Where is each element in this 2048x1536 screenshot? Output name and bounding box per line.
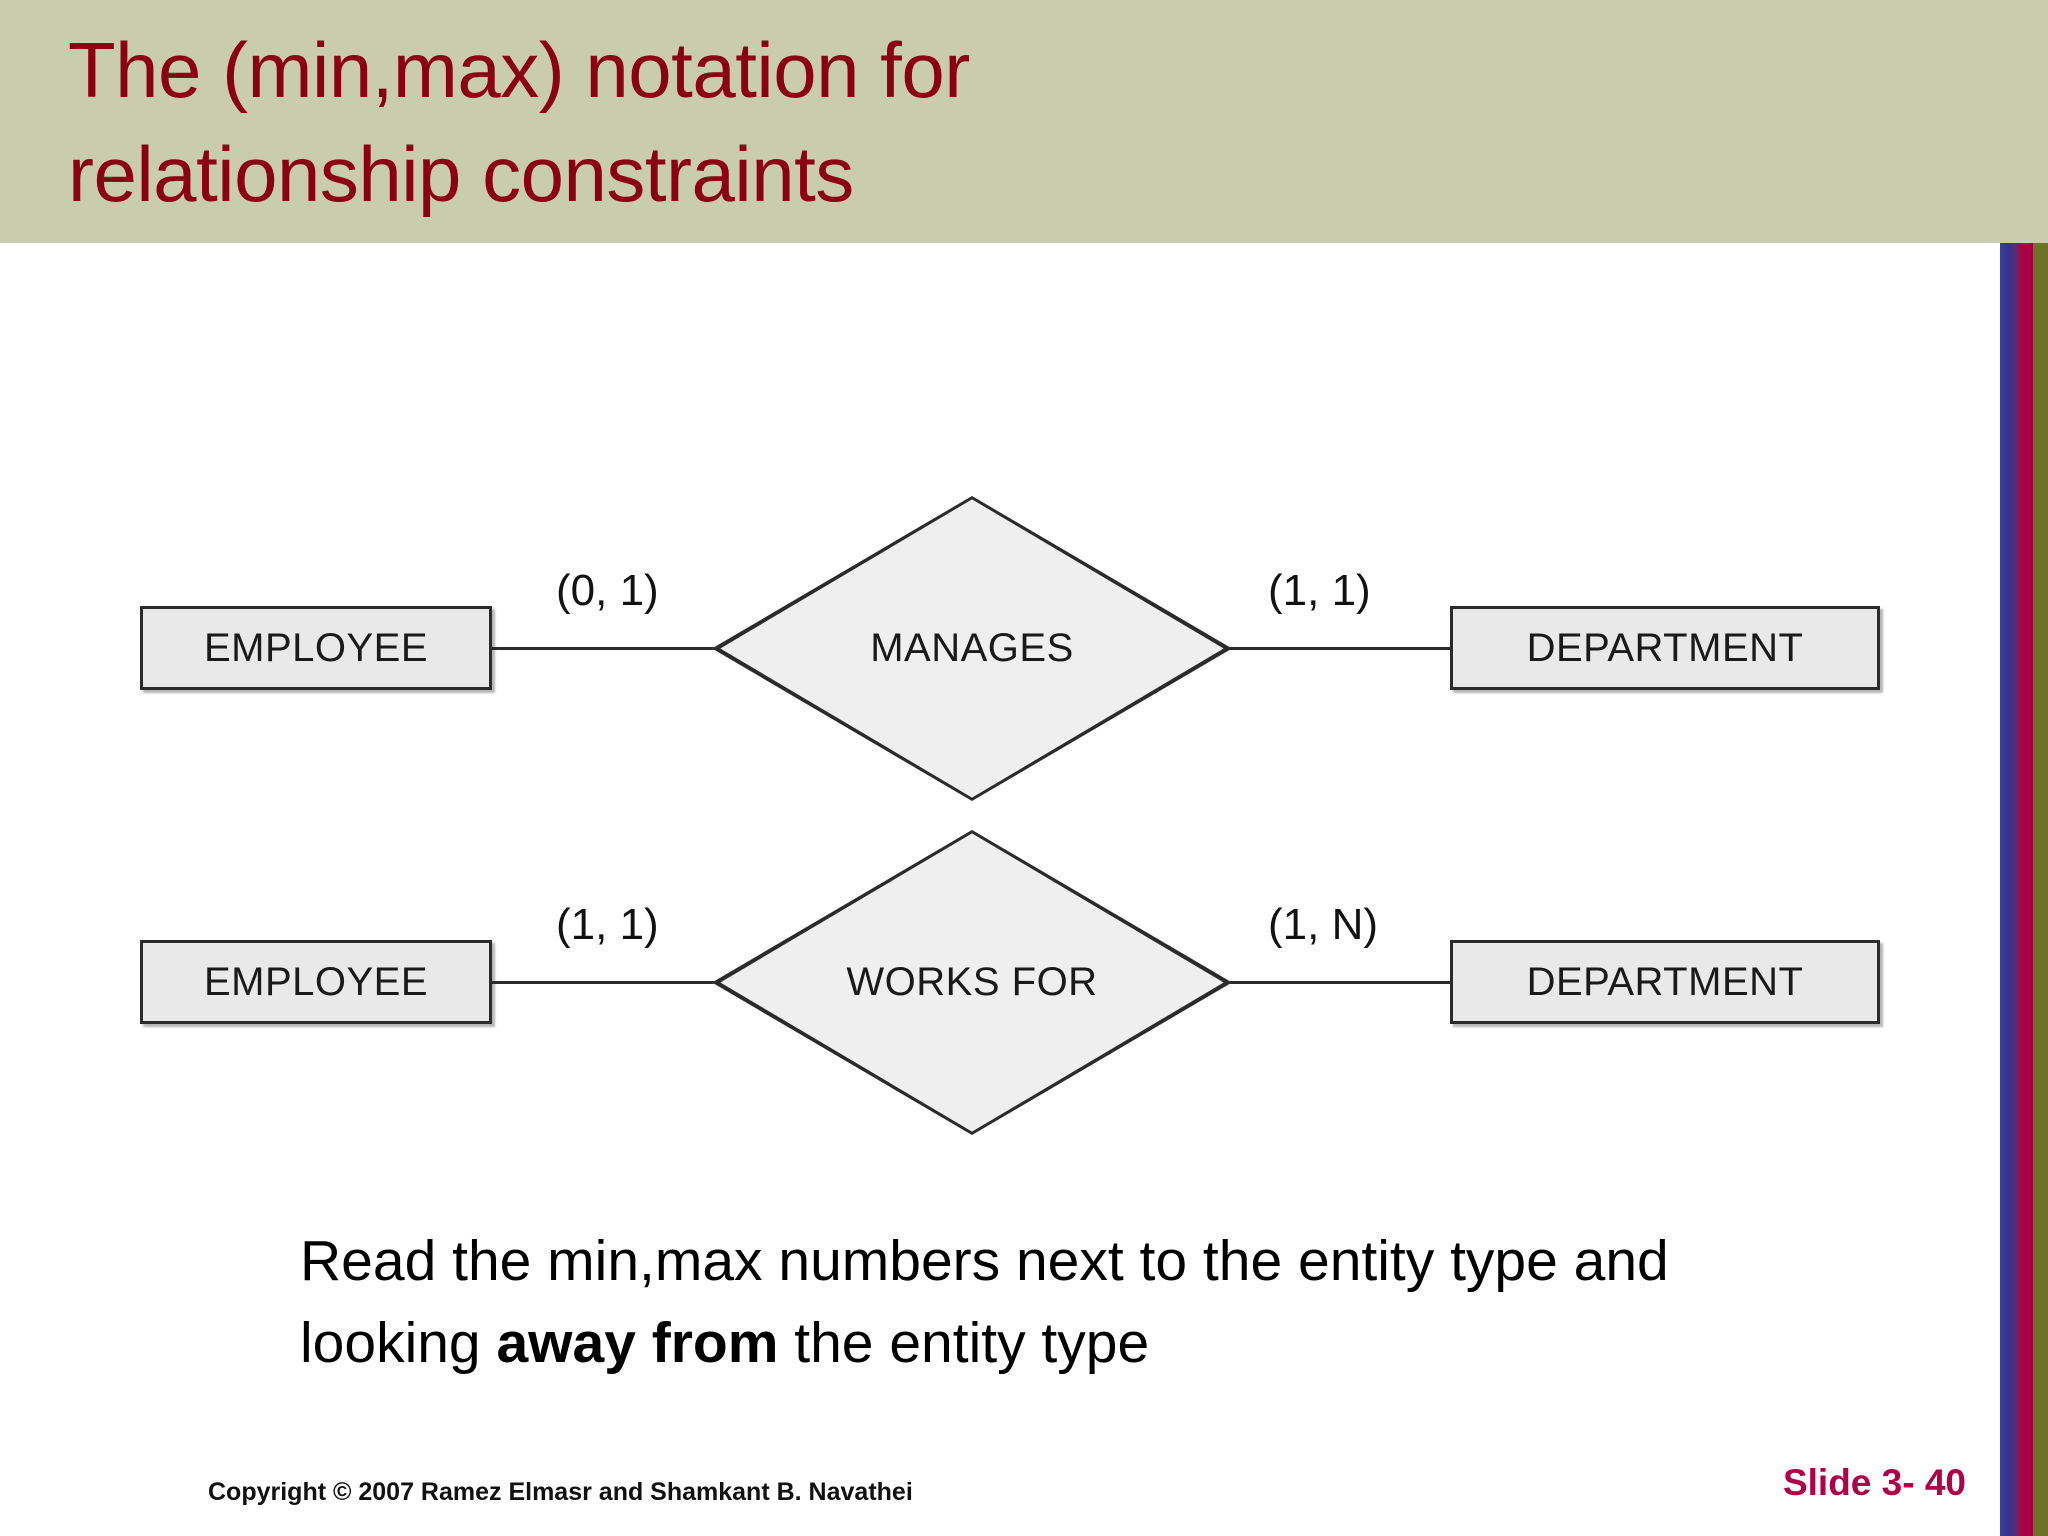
relationship-diamond[interactable]: WORKS FOR xyxy=(712,830,1232,1135)
cardinality-label-right: (1, N) xyxy=(1268,900,1378,949)
cardinality-label-left: (0, 1) xyxy=(556,566,659,615)
relationship-label: WORKS FOR xyxy=(846,960,1098,1004)
body-paragraph: Read the min,max numbers next to the ent… xyxy=(300,1220,1760,1384)
entity-box-right[interactable]: DEPARTMENT xyxy=(1450,940,1880,1024)
entity-label: DEPARTMENT xyxy=(1526,959,1804,1004)
footer-slide-number: Slide 3- 40 xyxy=(1782,1462,1966,1503)
entity-box-left[interactable]: EMPLOYEE xyxy=(140,606,492,690)
side-accent-stripe xyxy=(2000,243,2048,1536)
body-text-emphasis: away from xyxy=(496,1311,779,1375)
relationship-label: MANAGES xyxy=(870,626,1074,670)
body-text-part-2: the entity type xyxy=(778,1311,1150,1375)
stripe-band-crimson xyxy=(2017,243,2033,1536)
connector-line-left xyxy=(492,647,720,650)
slide-header-band xyxy=(0,0,2048,243)
entity-box-right[interactable]: DEPARTMENT xyxy=(1450,606,1880,690)
stripe-band-indigo xyxy=(2000,243,2017,1536)
entity-label: EMPLOYEE xyxy=(203,959,429,1004)
body-text-part-1: Read the min,max numbers next to the ent… xyxy=(300,1229,1669,1375)
cardinality-label-left: (1, 1) xyxy=(556,900,659,949)
cardinality-label-right: (1, 1) xyxy=(1268,566,1371,615)
er-relationship-row: EMPLOYEE (1, 1) WORKS FOR (1, N) DEPARTM… xyxy=(140,830,1900,1140)
connector-line-left xyxy=(492,981,720,984)
entity-label: EMPLOYEE xyxy=(203,625,429,670)
page-title: The (min,max) notation for relationship … xyxy=(68,26,970,218)
footer-copyright: Copyright © 2007 Ramez Elmasr and Shamka… xyxy=(208,1478,913,1506)
entity-box-left[interactable]: EMPLOYEE xyxy=(140,940,492,1024)
stripe-band-olive xyxy=(2033,243,2048,1536)
relationship-diamond[interactable]: MANAGES xyxy=(712,496,1232,801)
er-relationship-row: EMPLOYEE (0, 1) MANAGES (1, 1) DEPARTMEN… xyxy=(140,496,1900,806)
connector-line-right xyxy=(1230,647,1452,650)
entity-label: DEPARTMENT xyxy=(1526,625,1804,670)
connector-line-right xyxy=(1230,981,1452,984)
